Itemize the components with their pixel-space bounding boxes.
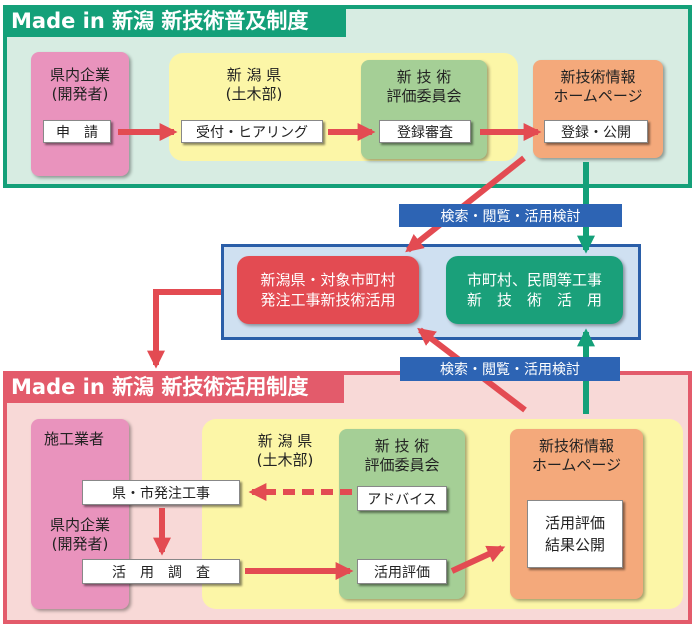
- arrow-eval-to-homepage: [450, 545, 506, 574]
- top-system-title: Made in 新潟 新技術普及制度: [3, 5, 346, 37]
- contractor-label: 施工業者: [44, 430, 105, 448]
- prefecture-label-top: 新 潟 県 (土木部): [225, 66, 283, 103]
- arrow-prefecture-use-to-contractor: [147, 289, 221, 369]
- usage-eval-box: 活用評価: [357, 559, 447, 584]
- prefecture-label-bottom: 新 潟 県 (土木部): [256, 432, 314, 469]
- register-review-box: 登録審査: [379, 120, 471, 143]
- usage-survey-box: 活 用 調 査: [82, 559, 240, 584]
- applicant-box-top: 県内企業 (開発者): [31, 52, 129, 176]
- search-bar-top: 検索・閲覧・活用検討: [399, 204, 622, 227]
- advice-box: アドバイス: [357, 486, 447, 511]
- homepage-label-bottom: 新技術情報 ホームページ: [531, 437, 622, 474]
- search-bar-bottom: 検索・閲覧・活用検討: [400, 357, 620, 381]
- bottom-system-title: Made in 新潟 新技術活用制度: [3, 371, 344, 403]
- municipal-use-box: 市町村、民間等工事 新 技 術 活 用: [446, 256, 623, 324]
- committee-label-bottom: 新 技 術 評価委員会: [364, 437, 440, 474]
- receive-box: 受付・ヒアリング: [181, 120, 323, 143]
- applicant-label-bottom: 県内企業 (開発者): [49, 516, 110, 553]
- homepage-label-top: 新技術情報 ホームページ: [553, 68, 643, 105]
- applicant-label-top: 県内企業 (開発者): [49, 66, 110, 103]
- order-work-box: 県・市発注工事: [82, 480, 240, 505]
- prefecture-use-box: 新潟県・対象市町村 発注工事新技術活用: [237, 256, 419, 324]
- result-publish-box: 活用評価 結果公開: [527, 500, 623, 568]
- committee-label-top: 新 技 術 評価委員会: [386, 68, 462, 105]
- register-publish-box: 登録・公開: [544, 120, 648, 143]
- apply-box: 申 請: [43, 120, 111, 143]
